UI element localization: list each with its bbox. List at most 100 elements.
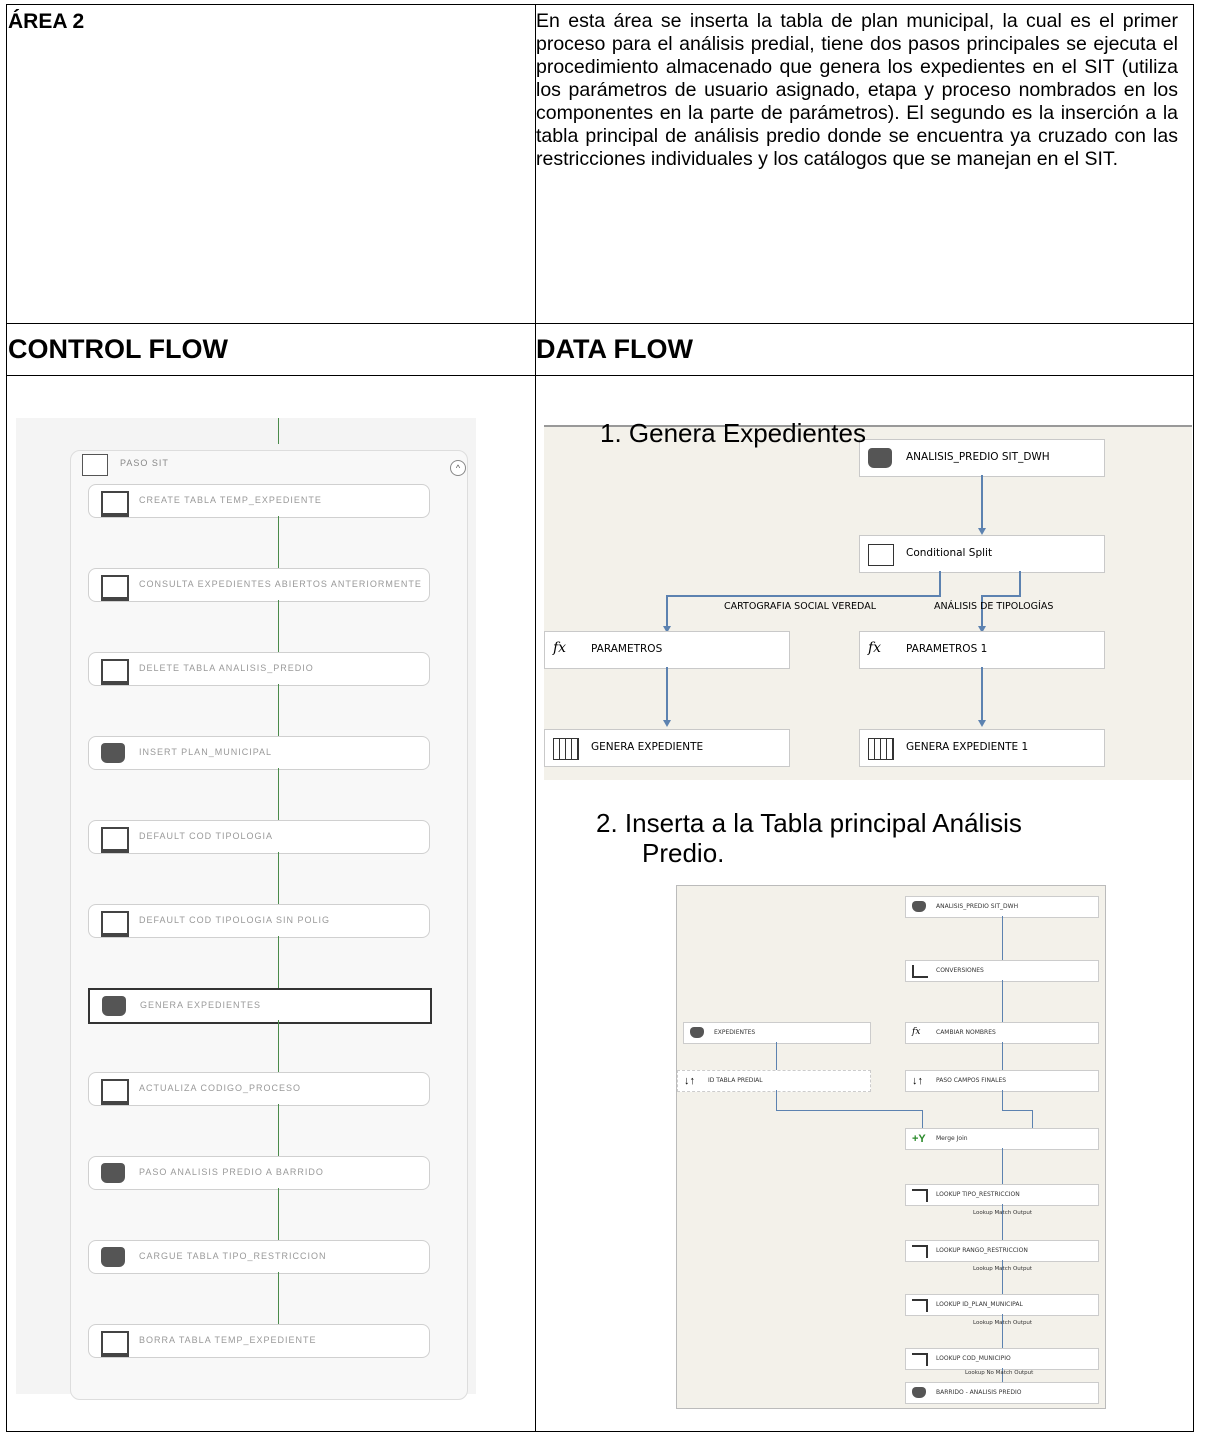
merge-join-node[interactable]: +Y Merge Join <box>905 1128 1099 1150</box>
arrow <box>978 720 986 727</box>
control-flow-header: CONTROL FLOW <box>8 334 228 364</box>
source-node[interactable]: ANALISIS_PREDIO SIT_DWH <box>905 896 1099 918</box>
node-label: GENERA EXPEDIENTE 1 <box>906 741 1029 753</box>
execute-sql-icon <box>101 1331 129 1357</box>
path-label: Lookup No Match Output <box>965 1370 1034 1376</box>
genera-expediente-1-node[interactable]: GENERA EXPEDIENTE 1 <box>859 729 1105 767</box>
container-icon <box>82 454 108 476</box>
precedence-line <box>278 684 279 736</box>
task-label: INSERT PLAN_MUNICIPAL <box>139 747 273 757</box>
precedence-line <box>278 852 279 904</box>
node-label: PASO CAMPOS FINALES <box>936 1077 1007 1084</box>
lookup-tipo-node[interactable]: LOOKUP TIPO_RESTRICCION <box>905 1184 1099 1206</box>
node-label: LOOKUP RANGO_RESTRICCION <box>936 1247 1028 1254</box>
node-label: LOOKUP ID_PLAN_MUNICIPAL <box>936 1301 1023 1308</box>
execute-sql-icon <box>101 827 129 853</box>
paso-campos-finales-node[interactable]: ↓↑ PASO CAMPOS FINALES <box>905 1070 1099 1092</box>
id-tabla-predial-node[interactable]: ↓↑ ID TABLA PREDIAL <box>677 1070 871 1092</box>
precedence-line <box>278 516 279 568</box>
control-flow-task[interactable]: DEFAULT COD TIPOLOGIA SIN POLIG <box>88 904 430 938</box>
task-label: ACTUALIZA CODIGO_PROCESO <box>139 1083 302 1093</box>
data-flow-1-diagram: ANALISIS_PREDIO SIT_DWH Conditional Spli… <box>544 425 1192 780</box>
derived-column-icon: fx <box>912 1027 921 1037</box>
derived-column-icon: fx <box>553 640 567 656</box>
data-conversion-icon <box>912 965 928 978</box>
oledb-command-icon <box>868 738 894 760</box>
connector <box>776 1110 922 1111</box>
arrow <box>663 720 671 727</box>
execute-sql-icon <box>101 659 129 685</box>
data-flow-icon <box>101 743 125 763</box>
connector <box>776 1090 777 1110</box>
connector <box>666 595 941 597</box>
conversiones-node[interactable]: CONVERSIONES <box>905 960 1099 982</box>
container-label: PASO SIT <box>120 458 169 468</box>
collapse-icon[interactable]: ^ <box>450 460 466 476</box>
connector <box>981 595 983 629</box>
cambiar-nombres-node[interactable]: fx CAMBIAR NOMBRES <box>905 1022 1099 1044</box>
lookup-icon <box>912 1189 928 1202</box>
connector <box>1002 1260 1003 1294</box>
node-label: ID TABLA PREDIAL <box>708 1077 763 1084</box>
parametros-node[interactable]: fx PARAMETROS <box>544 631 790 669</box>
lookup-plan-node[interactable]: LOOKUP ID_PLAN_MUNICIPAL <box>905 1294 1099 1316</box>
connector <box>1032 1110 1033 1128</box>
conditional-split-node[interactable]: Conditional Split <box>859 535 1105 573</box>
data-flow-header: DATA FLOW <box>536 334 693 364</box>
control-flow-task[interactable]: ACTUALIZA CODIGO_PROCESO <box>88 1072 430 1106</box>
control-flow-task[interactable]: BORRA TABLA TEMP_EXPEDIENTE <box>88 1324 430 1358</box>
control-flow-task[interactable]: DELETE TABLA ANALISIS_PREDIO <box>88 652 430 686</box>
node-label: Conditional Split <box>906 547 993 559</box>
precedence-line <box>278 418 279 444</box>
database-destination-icon <box>912 1387 926 1398</box>
connector <box>1019 571 1021 597</box>
sort-icon: ↓↑ <box>912 1075 923 1087</box>
execute-sql-icon <box>101 575 129 601</box>
control-flow-task[interactable]: INSERT PLAN_MUNICIPAL <box>88 736 430 770</box>
path-label: Lookup Match Output <box>973 1210 1033 1216</box>
control-flow-task[interactable]: CREATE TABLA TEMP_EXPEDIENTE <box>88 484 430 518</box>
connector <box>939 571 941 597</box>
task-label: CREATE TABLA TEMP_EXPEDIENTE <box>139 495 322 505</box>
barrido-destination-node[interactable]: BARRIDO - ANALISIS PREDIO <box>905 1382 1099 1404</box>
expedientes-node[interactable]: EXPEDIENTES <box>683 1022 871 1044</box>
node-label: ANALISIS_PREDIO SIT_DWH <box>906 451 1050 463</box>
data-flow-icon <box>102 996 126 1016</box>
connector <box>1002 1090 1003 1110</box>
split-icon <box>868 544 894 566</box>
connector <box>1002 1042 1003 1070</box>
parametros-1-node[interactable]: fx PARAMETROS 1 <box>859 631 1105 669</box>
data-flow-icon <box>101 1163 125 1183</box>
lookup-rango-node[interactable]: LOOKUP RANGO_RESTRICCION <box>905 1240 1099 1262</box>
connector <box>981 667 983 723</box>
control-flow-task[interactable]: PASO ANALISIS PREDIO A BARRIDO <box>88 1156 430 1190</box>
control-flow-screenshot: PASO SIT ^ CREATE TABLA TEMP_EXPEDIENTE C… <box>16 418 476 1400</box>
connector <box>922 1110 923 1128</box>
data-flow-1-caption: 1. Genera Expedientes <box>600 418 866 448</box>
node-label: CONVERSIONES <box>936 967 984 974</box>
column-divider <box>535 5 536 1431</box>
lookup-icon <box>912 1353 928 1366</box>
sort-icon: ↓↑ <box>684 1075 695 1087</box>
execute-sql-icon <box>101 911 129 937</box>
genera-expediente-node[interactable]: GENERA EXPEDIENTE <box>544 729 790 767</box>
row-divider <box>7 375 1193 376</box>
connector <box>1002 1204 1003 1240</box>
task-label: DELETE TABLA ANALISIS_PREDIO <box>139 663 314 673</box>
lookup-municipio-node[interactable]: LOOKUP COD_MUNICIPIO <box>905 1348 1099 1370</box>
merge-join-icon: +Y <box>912 1133 926 1145</box>
control-flow-task[interactable]: GENERA EXPEDIENTES <box>88 988 432 1024</box>
node-label: PARAMETROS <box>591 643 663 655</box>
node-label: EXPEDIENTES <box>714 1029 756 1036</box>
source-node[interactable]: ANALISIS_PREDIO SIT_DWH <box>859 439 1105 477</box>
node-label: LOOKUP COD_MUNICIPIO <box>936 1355 1011 1362</box>
control-flow-task[interactable]: DEFAULT COD TIPOLOGIA <box>88 820 430 854</box>
data-flow-2-diagram: ANALISIS_PREDIO SIT_DWH CONVERSIONES EXP… <box>676 885 1106 1409</box>
path-label: Lookup Match Output <box>973 1320 1033 1326</box>
execute-sql-icon <box>101 1079 129 1105</box>
lookup-icon <box>912 1245 928 1258</box>
connector <box>666 595 668 629</box>
connector <box>666 667 668 723</box>
control-flow-task[interactable]: CONSULTA EXPEDIENTES ABIERTOS ANTERIORME… <box>88 568 430 602</box>
control-flow-task[interactable]: CARGUE TABLA TIPO_RESTRICCION <box>88 1240 430 1274</box>
